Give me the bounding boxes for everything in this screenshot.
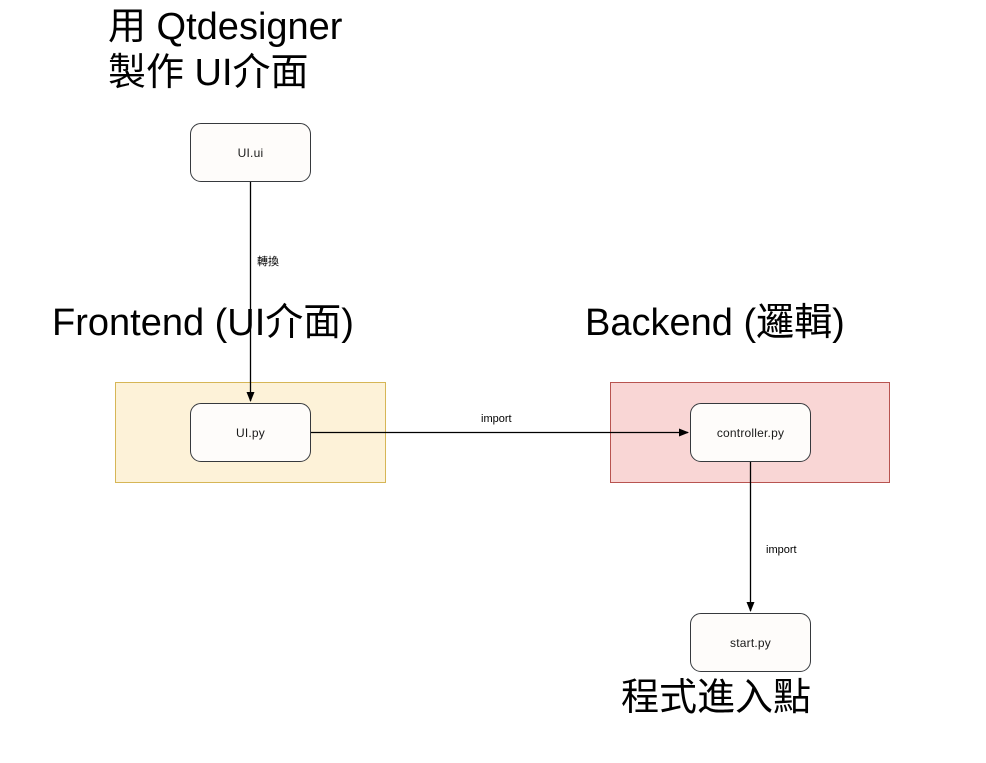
backend-section-heading: Backend (邏輯) — [585, 302, 845, 344]
node-ui-ui-label: UI.ui — [237, 145, 264, 160]
node-ui-py-label: UI.py — [235, 425, 265, 440]
entry-point-caption: 程式進入點 — [621, 677, 812, 719]
frontend-section-heading: Frontend (UI介面) — [52, 302, 354, 344]
diagram-title-line-1: 用 Qtdesigner — [108, 6, 343, 48]
edge-label-import-frontend-backend: import — [479, 413, 514, 425]
node-ui-py[interactable]: UI.py — [190, 403, 311, 462]
edge-label-convert: 轉換 — [255, 253, 281, 269]
node-start-py-label: start.py — [730, 635, 771, 650]
node-controller-py-label: controller.py — [716, 425, 785, 440]
edge-label-import-controller-start: import — [764, 544, 799, 556]
node-controller-py[interactable]: controller.py — [690, 403, 811, 462]
diagram-title-line-2: 製作 UI介面 — [108, 52, 309, 94]
diagram-title: 用 Qtdesigner 製作 UI介面 — [108, 4, 342, 96]
node-start-py[interactable]: start.py — [690, 613, 811, 672]
node-ui-ui[interactable]: UI.ui — [190, 123, 311, 182]
